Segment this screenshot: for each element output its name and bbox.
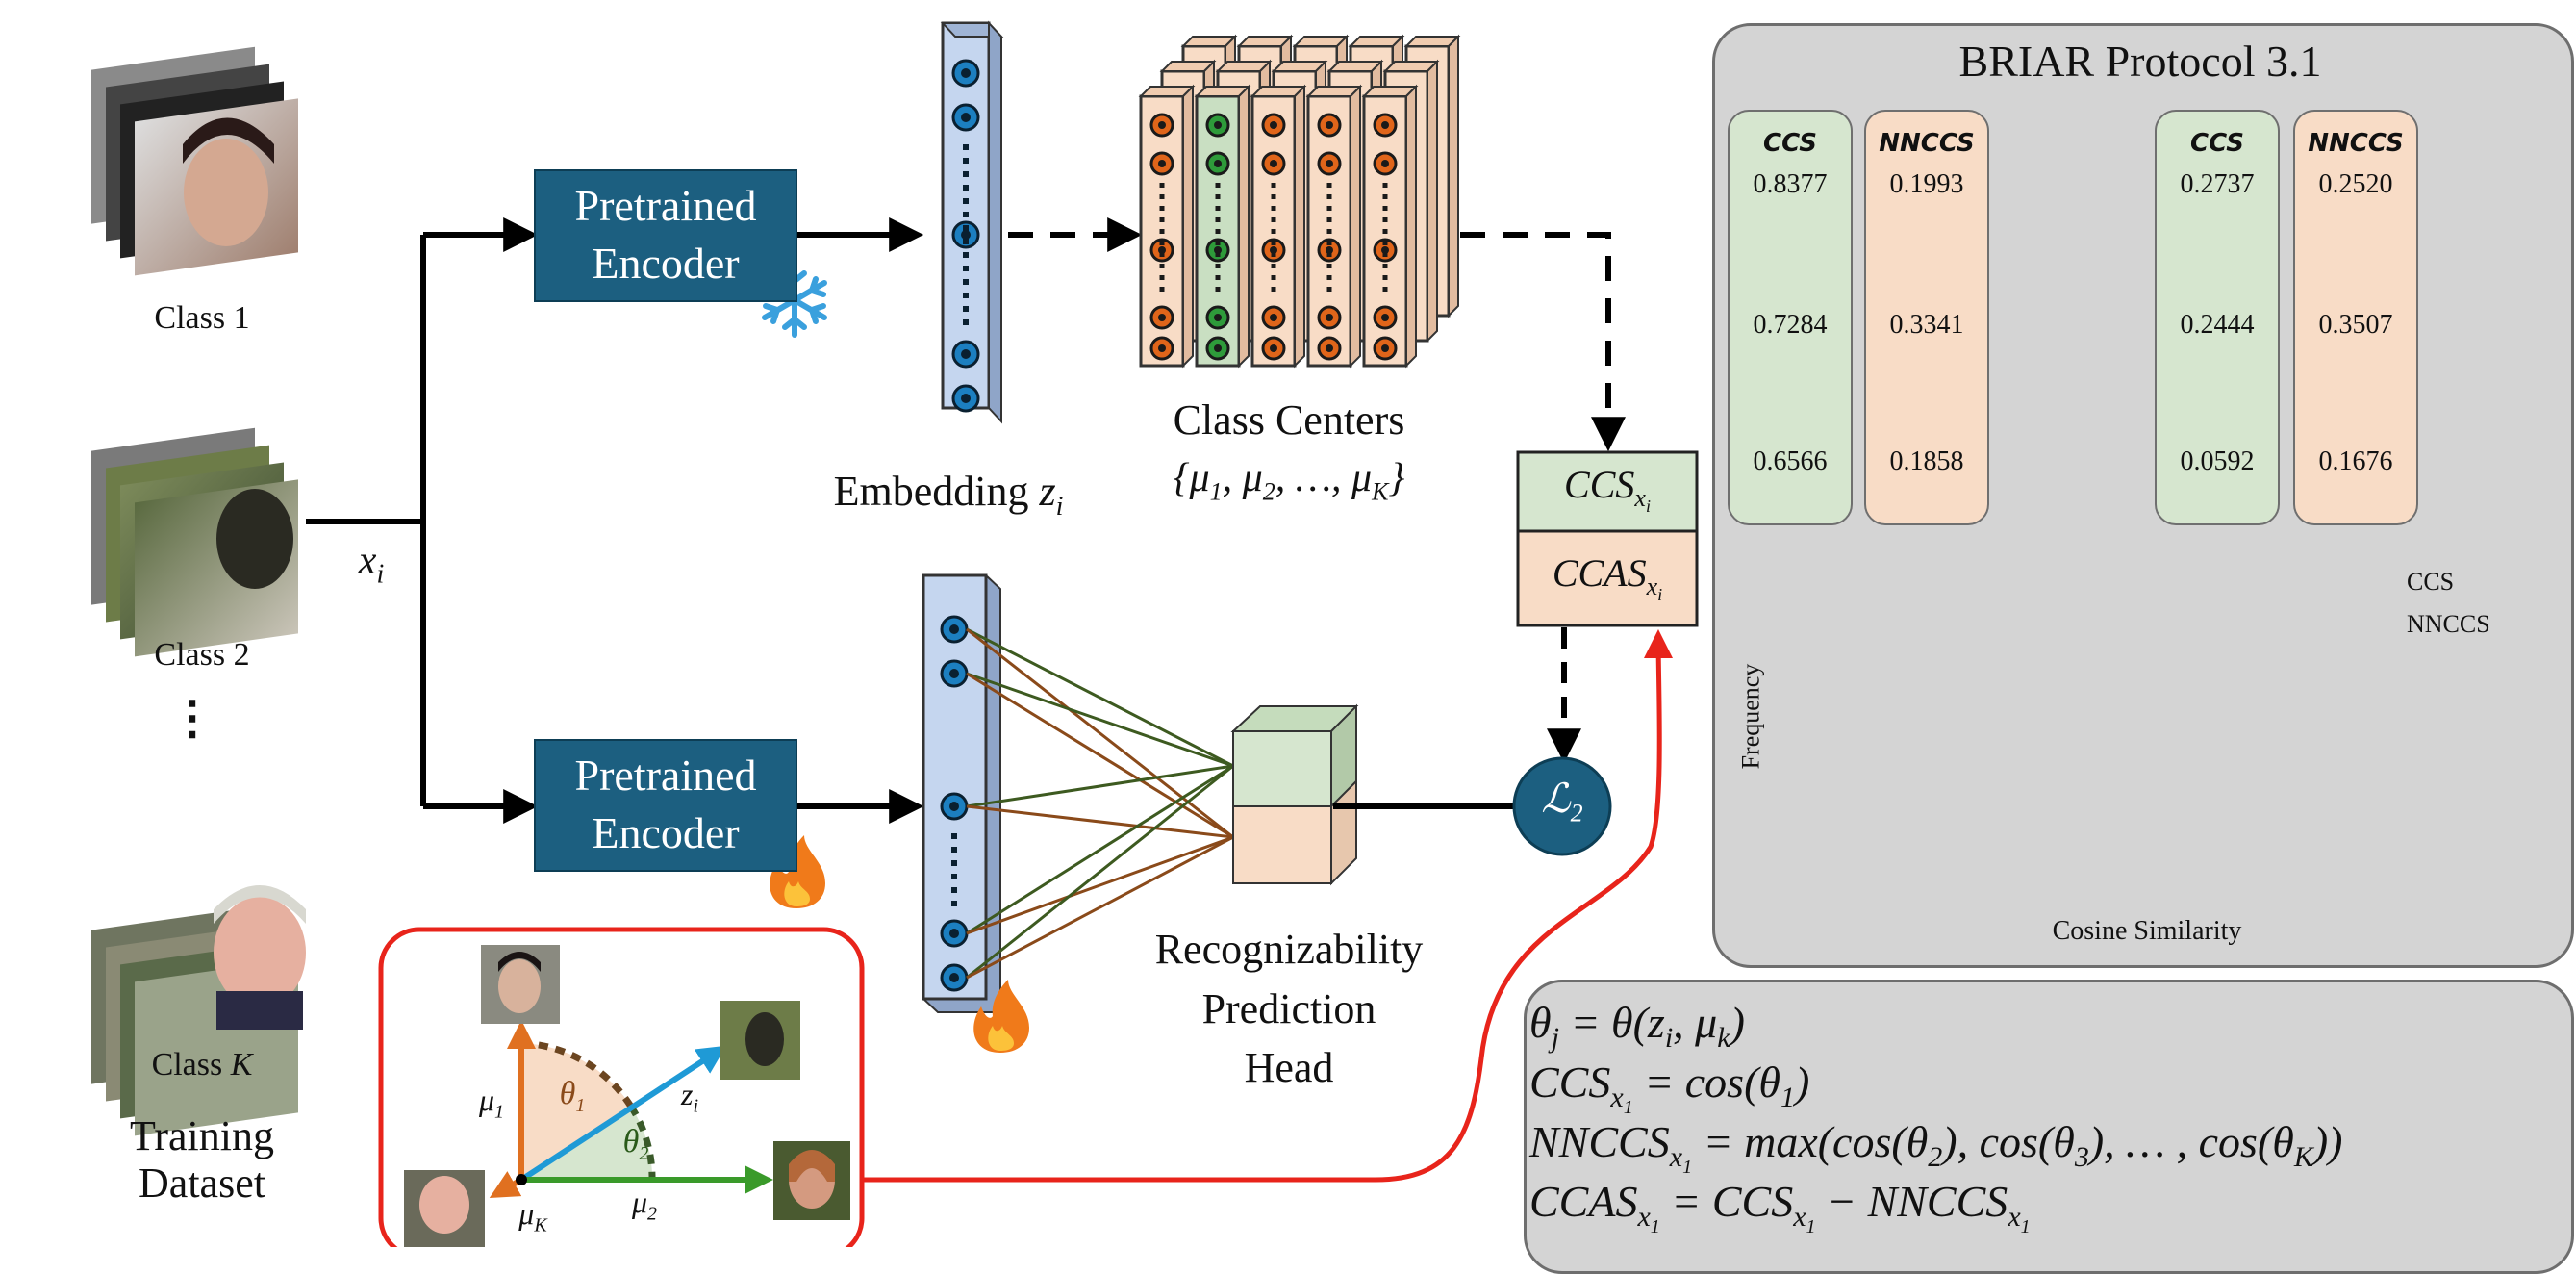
class-center-node-core (1381, 121, 1389, 129)
briar-title: BRIAR Protocol 3.1 (1712, 37, 2568, 87)
embedding-node-core (961, 349, 971, 359)
fc-line (967, 837, 1233, 933)
centers-to-targets-dashed-arrow (1460, 235, 1608, 445)
group1-nnccs-value: 0.1993 (1866, 169, 1987, 200)
group2-ccs-header: CCS (2157, 129, 2278, 158)
fc-line (967, 629, 1233, 837)
class-center-node-core (1158, 160, 1166, 167)
zi-label: zi (666, 1078, 714, 1117)
class-center-node-core (1326, 344, 1333, 352)
classK-label: Class K (106, 1047, 298, 1083)
loss-l2-label: ℒ2 (1524, 777, 1601, 828)
equation-theta: θj = θ(zi, μk) (1529, 997, 1745, 1055)
class-center-node-core (1270, 344, 1277, 352)
embedding-node-core (961, 113, 971, 122)
class-center-node-core (1214, 160, 1222, 167)
histogram-ylabel: Frequency (1736, 650, 1764, 784)
group1-ccs-value: 0.6566 (1730, 446, 1851, 477)
class-center-side (1427, 62, 1437, 341)
class-centers-title: Class Centers (1125, 396, 1452, 444)
class-center-node-core (1158, 344, 1166, 352)
class-center-node-core (1214, 344, 1222, 352)
embedding-node-core (949, 802, 959, 811)
group1-nnccs-column: NNCCS 0.1993 0.3341 0.1858 (1864, 110, 1989, 525)
embedding-label: Embedding zi (795, 468, 1102, 522)
group1-ccs-column: CCS 0.8377 0.7284 0.6566 (1728, 110, 1853, 525)
mu1-label: μ1 (467, 1083, 516, 1123)
class-center-side (1239, 87, 1249, 366)
class-centers-stacks (1141, 37, 1458, 366)
class-center-side (1183, 87, 1193, 366)
class-center-node-core (1326, 160, 1333, 167)
class-center-node-core (1270, 121, 1277, 129)
class-center-node-core (1381, 314, 1389, 321)
theta1-label: θ1 (548, 1076, 596, 1116)
group2-nnccs-value: 0.2520 (2295, 169, 2416, 200)
input-xi-label: xi (342, 539, 400, 590)
prediction-head-cube (1233, 706, 1356, 883)
class2-image-stack (91, 428, 298, 657)
group1-ccs-value: 0.7284 (1730, 310, 1851, 341)
group2-ccs-value: 0.0592 (2157, 446, 2278, 477)
group2-nnccs-value: 0.1676 (2295, 446, 2416, 477)
ccas-target-label: CCASxi (1518, 552, 1697, 604)
class-center-node-core (1326, 121, 1333, 129)
ccs-target-label: CCSxi (1518, 464, 1697, 516)
group1-nnccs-value: 0.1858 (1866, 446, 1987, 477)
class-center-side (1295, 87, 1304, 366)
class-center-node-core (1214, 121, 1222, 129)
group1-ccs-value: 0.8377 (1730, 169, 1851, 200)
classes-ellipsis: ⋮ (164, 693, 221, 745)
class-center-node-core (1381, 344, 1389, 352)
class-center-node-core (1326, 314, 1333, 321)
embedding-node-core (949, 929, 959, 938)
class-center-node-core (1270, 160, 1277, 167)
group1-nnccs-value: 0.3341 (1866, 310, 1987, 341)
legend-nnccs-label: NNCCS (2407, 610, 2503, 638)
group1-ccs-header: CCS (1730, 129, 1851, 158)
class-center-side (1351, 87, 1360, 366)
class-center-node-core (1158, 121, 1166, 129)
embedding-node-core (949, 669, 959, 678)
equation-ccas: CCASx1 = CCSx1 − NNCCSx1 (1529, 1176, 2031, 1238)
group1-nnccs-header: NNCCS (1866, 129, 1987, 158)
class-center-side (1449, 37, 1458, 316)
group2-ccs-column: CCS 0.2737 0.2444 0.0592 (2155, 110, 2280, 525)
legend-ccs-label: CCS (2407, 568, 2493, 596)
embedding-node-core (961, 230, 971, 240)
fc-line (967, 766, 1233, 806)
group2-nnccs-value: 0.3507 (2295, 310, 2416, 341)
class1-label: Class 1 (106, 300, 298, 337)
theta2-label: θ2 (612, 1124, 660, 1164)
class-center-side (1406, 87, 1416, 366)
group2-ccs-value: 0.2444 (2157, 310, 2278, 341)
muK-label: μK (504, 1197, 562, 1236)
class1-image-stack (91, 47, 298, 276)
equation-nnccs: NNCCSx1 = max(cos(θ2), cos(θ3), … , cos(… (1529, 1116, 2342, 1179)
embedding-node-core (961, 394, 971, 403)
group2-nnccs-header: NNCCS (2295, 129, 2416, 158)
embedding-node-core (949, 973, 959, 982)
group2-nnccs-column: NNCCS 0.2520 0.3507 0.1676 (2293, 110, 2418, 525)
group2-ccs-value: 0.2737 (2157, 169, 2278, 200)
input-split-lines (306, 235, 531, 806)
embedding-node-core (961, 68, 971, 78)
fc-line (967, 674, 1233, 766)
histogram-xlabel: Cosine Similarity (1778, 916, 2516, 946)
equation-ccs: CCSx1 = cos(θ1) (1529, 1057, 1809, 1119)
class-center-node-core (1381, 160, 1389, 167)
embedding-node-core (949, 624, 959, 634)
classK-image-stack (91, 885, 306, 1135)
class2-label: Class 2 (106, 637, 298, 674)
top-embedding-column (943, 23, 1001, 421)
class-center-node-core (1214, 314, 1222, 321)
class-center-node-core (1270, 314, 1277, 321)
mu2-label: μ2 (616, 1185, 673, 1225)
class-center-node-core (1158, 314, 1166, 321)
class-centers-set: {μ1, μ2, …, μK} (1125, 456, 1452, 506)
